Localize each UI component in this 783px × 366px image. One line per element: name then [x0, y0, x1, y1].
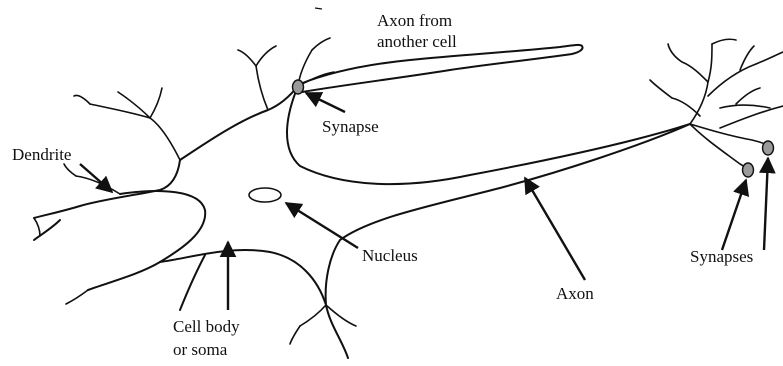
incoming-axon: [300, 45, 583, 92]
label-cell-body-1: Cell body: [173, 317, 240, 336]
label-synapses: Synapses: [690, 247, 753, 266]
arrow-synapses-2: [764, 158, 768, 250]
nucleus-shape: [249, 188, 281, 202]
label-nucleus: Nucleus: [362, 246, 418, 265]
synapse-dot-top: [293, 80, 304, 94]
pointer-arrows: [80, 93, 768, 310]
soma-left-spur: [34, 220, 60, 240]
synapse-dot-right-2: [763, 141, 774, 155]
synapse-dot-right-1: [743, 163, 754, 177]
dendrite-upper-left: [180, 86, 298, 160]
label-axon: Axon: [556, 284, 594, 303]
axon-lower-edge: [326, 124, 690, 358]
label-synapse: Synapse: [322, 117, 379, 136]
arrow-synapse: [306, 93, 345, 112]
arrow-axon: [525, 178, 585, 280]
soma-bottom-spur: [180, 255, 205, 310]
label-dendrite: Dendrite: [12, 145, 71, 164]
arrow-synapses-1: [722, 180, 746, 250]
dendrite-branches: [34, 38, 356, 344]
label-axon-from-another-cell-1: Axon from: [377, 11, 452, 30]
label-cell-body-2: or soma: [173, 340, 228, 359]
stray-mark: [315, 8, 322, 9]
arrow-nucleus: [286, 203, 358, 248]
label-axon-from-another-cell-2: another cell: [377, 32, 457, 51]
dendrite-left-lower: [88, 191, 205, 290]
